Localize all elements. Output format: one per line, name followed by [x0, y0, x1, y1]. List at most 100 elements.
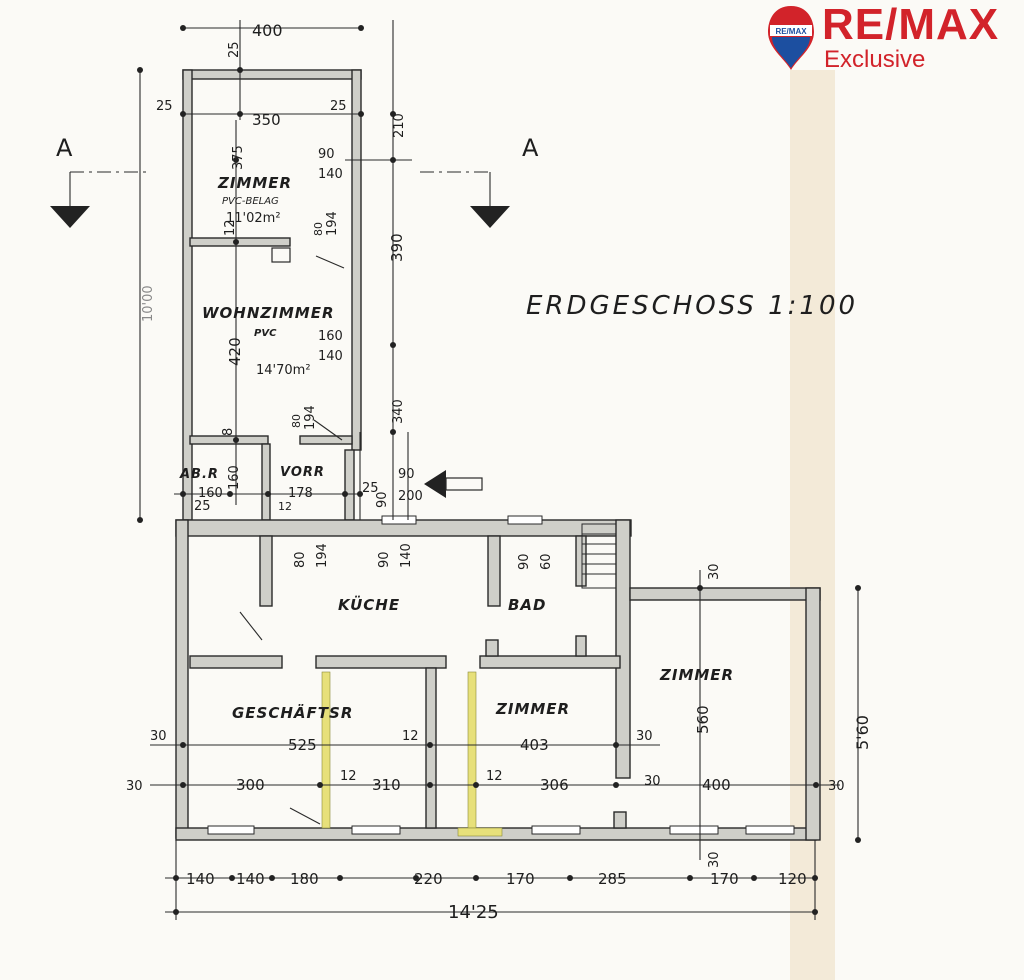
windows [207, 515, 795, 835]
dim-l2-30: 30 [126, 779, 143, 794]
dim-w-160v: 160 [227, 465, 242, 490]
dim-k-140: 140 [399, 543, 414, 568]
dim-bottom-4: 220 [414, 870, 443, 888]
dim-h-420: 420 [226, 337, 244, 366]
section-arrow-icon [50, 206, 90, 228]
yellow-highlights [321, 671, 503, 837]
door-swings [239, 255, 345, 825]
room-kueche: KÜCHE [338, 595, 400, 614]
section-marker-left: A [50, 134, 150, 228]
section-label-left: A [56, 134, 73, 162]
dim-d-140: 140 [318, 167, 343, 182]
remax-logo: RE/MAX RE/MAX Exclusive [762, 0, 1024, 76]
balloon-label: RE/MAX [775, 27, 807, 36]
dim-bottom-5: 170 [506, 870, 535, 888]
dim-w-12: 12 [278, 500, 292, 513]
dim-l2-30r: 30 [828, 779, 845, 794]
stairs [581, 523, 617, 589]
dimension-labels: 400 25 25 25 350 210 375 90 140 12 80 19… [126, 21, 872, 923]
dim-d-8: 8 [221, 428, 236, 436]
dim-h-340: 340 [391, 399, 406, 424]
section-arrow-icon [470, 206, 510, 228]
dim-b-30v: 30 [707, 851, 722, 868]
dim-d-194b: 194 [303, 405, 318, 430]
dim-top-wall: 25 [227, 41, 242, 58]
dim-r-30: 30 [707, 563, 722, 580]
dim-k-194: 194 [315, 543, 330, 568]
dim-d-140b: 140 [318, 349, 343, 364]
dim-k-90: 90 [377, 551, 392, 568]
dim-l1-12: 12 [402, 729, 419, 744]
dim-d-200: 200 [398, 489, 423, 504]
dim-bottom-3: 180 [290, 870, 319, 888]
room-zimmer-top-area: 11'02m² [226, 211, 281, 226]
room-labels: ZIMMER PVC-BELAG 11'02m² WOHNZIMMER PVC … [179, 174, 734, 722]
section-marker-right: A [420, 134, 539, 228]
dim-w-178: 178 [288, 486, 313, 501]
entrance-arrow-icon [424, 470, 483, 498]
dim-w-90: 90 [375, 491, 390, 508]
dim-bottom-7: 170 [710, 870, 739, 888]
dim-top-right: 210 [392, 113, 407, 138]
room-vorr: VORR [280, 465, 325, 480]
room-zimmer-mid: ZIMMER [495, 700, 570, 718]
dim-h-560: 560 [694, 705, 712, 734]
logo-sub-text: Exclusive [824, 46, 926, 73]
dim-w-25a: 25 [194, 499, 211, 514]
room-wohnzimmer: WOHNZIMMER [202, 304, 335, 322]
room-wohnzimmer-area: 14'70m² [256, 363, 311, 378]
dim-w-25b: 25 [362, 481, 379, 496]
room-zimmer-top: ZIMMER [217, 174, 292, 192]
dim-l1-30r: 30 [636, 729, 653, 744]
dim-bottom-1: 140 [186, 870, 215, 888]
dim-l2-30m: 30 [644, 774, 661, 789]
dim-bottom-6: 285 [598, 870, 627, 888]
dim-d-194: 194 [325, 211, 340, 236]
dim-l2-310: 310 [372, 776, 401, 794]
dim-right-wall: 25 [330, 99, 347, 114]
dim-l2-300: 300 [236, 776, 265, 794]
dim-l1-403: 403 [520, 736, 549, 754]
room-zimmer-top-floor: PVC-BELAG [222, 196, 279, 207]
dim-k-80: 80 [293, 551, 308, 568]
dim-d-90e: 90 [398, 467, 415, 482]
dim-left-wall: 25 [156, 99, 173, 114]
dimension-ticks [137, 25, 861, 915]
dim-l2-400: 400 [702, 776, 731, 794]
dim-total-width: 14'25 [448, 902, 499, 923]
dimension-lines [139, 20, 859, 920]
room-bad: BAD [508, 596, 547, 614]
dim-d-80b: 80 [290, 414, 303, 428]
balloon-icon: RE/MAX [768, 6, 814, 70]
room-geschaeftsr: GESCHÄFTSR [232, 703, 353, 722]
dim-d-160: 160 [318, 329, 343, 344]
dim-bottom-2: 140 [236, 870, 265, 888]
dim-h-12: 12 [223, 219, 238, 236]
dim-d-90: 90 [318, 147, 335, 162]
dim-b-60: 60 [539, 553, 554, 570]
dim-d-80: 80 [312, 222, 325, 236]
plan-title: ERDGESCHOSS 1:100 [526, 291, 858, 321]
dim-l1-525: 525 [288, 736, 317, 754]
room-zimmer-right: ZIMMER [659, 666, 734, 684]
dim-top-width: 400 [252, 21, 283, 40]
dim-b-90: 90 [517, 553, 532, 570]
dim-l2-306: 306 [540, 776, 569, 794]
section-label-right: A [522, 134, 539, 162]
paper-stain [790, 70, 835, 980]
dim-h-560b: 5'60 [853, 715, 872, 750]
dim-w-160: 160 [198, 486, 223, 501]
dim-total-height: 10'00 [141, 285, 156, 322]
dim-l2-12b: 12 [486, 769, 503, 784]
dim-bottom-8: 120 [778, 870, 807, 888]
room-abr: AB.R [179, 467, 219, 482]
room-wohnzimmer-floor: PVC [254, 328, 277, 339]
logo-main-text: RE/MAX [822, 0, 1000, 49]
dim-h-375: 375 [231, 145, 246, 170]
chimney-icon [271, 247, 291, 263]
dim-h-390: 390 [388, 233, 406, 262]
dim-l2-12: 12 [340, 769, 357, 784]
dim-inner-width: 350 [252, 111, 281, 129]
dim-l1-30: 30 [150, 729, 167, 744]
